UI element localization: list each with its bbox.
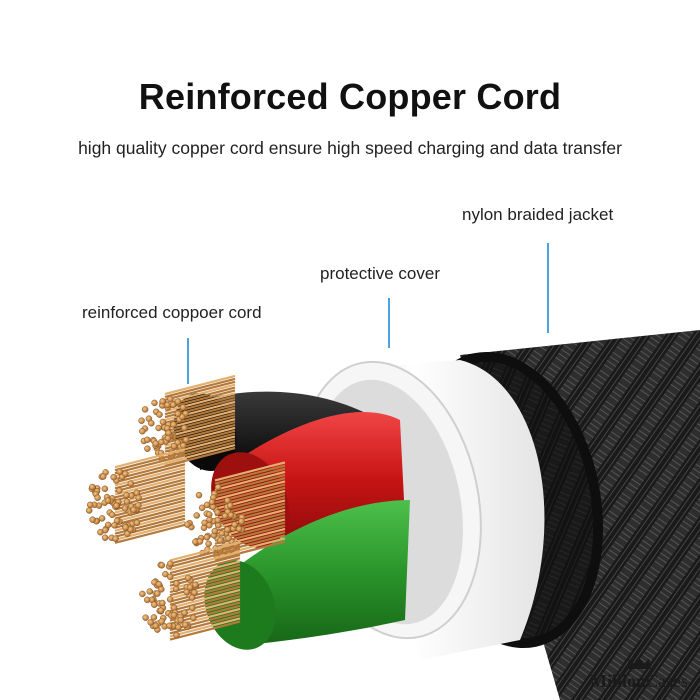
brand-word-1: Million xyxy=(589,671,646,691)
callout-reinforced-copper-cord: reinforced coppoer cord xyxy=(82,303,262,322)
callout-line-cover xyxy=(388,298,390,348)
copper-bundle xyxy=(85,448,186,544)
crown-icon xyxy=(627,657,651,669)
callout-line-cord xyxy=(187,338,189,384)
page-subtitle: high quality copper cord ensure high spe… xyxy=(78,138,622,158)
copper-bundle xyxy=(139,541,241,641)
callout-line-jacket xyxy=(547,243,549,333)
page-title: Reinforced Copper Cord xyxy=(138,76,562,117)
copper-bundle xyxy=(138,374,236,468)
callout-nylon-braided-jacket: nylon braided jacket xyxy=(462,205,614,224)
copper-strand-bundles xyxy=(85,374,286,641)
brand-word-2: Cases xyxy=(646,671,688,691)
callout-protective-cover: protective cover xyxy=(320,264,440,283)
brand-watermark: MillionCases xyxy=(590,671,688,692)
copper-bundle xyxy=(184,461,286,561)
